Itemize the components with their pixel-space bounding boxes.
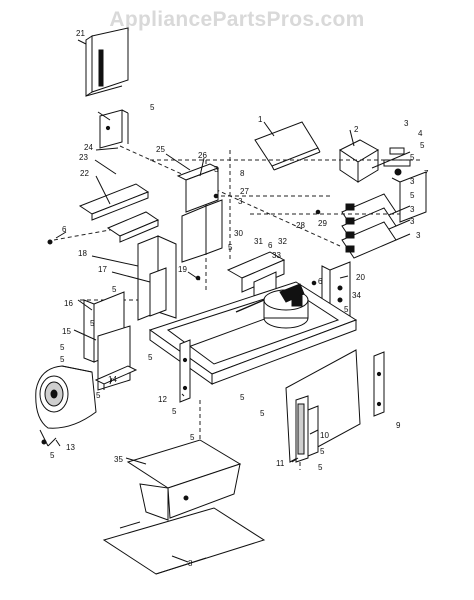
callout-16: 16	[64, 299, 73, 308]
callout-33: 33	[272, 251, 281, 260]
callout-11: 11	[276, 459, 285, 468]
callout-5: 5	[90, 319, 95, 328]
callout-34: 34	[352, 291, 361, 300]
callout-22: 22	[80, 169, 89, 178]
callout-29: 29	[318, 219, 327, 228]
part-17-18-side-panels	[137, 235, 177, 321]
callout-4: 4	[418, 129, 423, 138]
callout-8: 8	[240, 169, 245, 178]
part-35-drain-pan	[126, 439, 242, 521]
callout-3: 3	[214, 165, 219, 174]
callout-6: 6	[318, 277, 323, 286]
part-2-control-box	[339, 139, 379, 183]
callout-5: 5	[240, 393, 245, 402]
callout-7: 7	[424, 169, 429, 178]
callout-28: 28	[296, 221, 305, 230]
callout-24: 24	[84, 143, 93, 152]
part-14-bracket	[94, 365, 138, 390]
part-7-bracket	[391, 171, 427, 223]
callout-5: 5	[410, 191, 415, 200]
callout-13: 13	[66, 443, 75, 452]
heater-coil-assembly	[341, 193, 411, 259]
part-8-base-plate	[102, 507, 266, 575]
callout-1: 1	[258, 115, 263, 124]
callout-5: 5	[96, 391, 101, 400]
callout-27: 27	[240, 187, 249, 196]
part-12-post	[179, 339, 191, 403]
callout-32: 32	[278, 237, 287, 246]
callout-20: 20	[356, 273, 365, 282]
callout-5: 5	[60, 355, 65, 364]
callout-17: 17	[98, 265, 107, 274]
callout-5: 5	[190, 433, 195, 442]
callout-5: 5	[60, 343, 65, 352]
callout-31: 31	[254, 237, 263, 246]
callout-5: 5	[150, 103, 155, 112]
part-10-11-posts	[295, 395, 319, 463]
callout-5: 5	[320, 447, 325, 456]
compressor-motor	[235, 283, 309, 329]
callout-5: 5	[344, 305, 349, 314]
callout-5: 5	[148, 353, 153, 362]
part-21-panel	[77, 27, 129, 97]
callout-5: 5	[50, 451, 55, 460]
callout-5: 5	[260, 409, 265, 418]
callout-18: 18	[78, 249, 87, 258]
callout-30: 30	[234, 229, 243, 238]
part-1-cover-plate	[254, 121, 321, 171]
callout-6: 6	[62, 225, 67, 234]
callout-3: 3	[416, 231, 421, 240]
callout-5: 5	[318, 463, 323, 472]
part-22-23-filter	[78, 183, 160, 243]
callout-9: 9	[396, 421, 401, 430]
callout-3: 3	[404, 119, 409, 128]
callout-2: 2	[354, 125, 359, 134]
callout-labels: 21 5 24 23 22 25 26 3 8 27 3 1 2 3 4 5 5…	[50, 29, 429, 568]
callout-6: 6	[268, 241, 273, 250]
callout-8: 8	[188, 559, 193, 568]
callout-35: 35	[114, 455, 123, 464]
callout-10: 10	[320, 431, 329, 440]
callout-5: 5	[410, 153, 415, 162]
callout-5: 5	[172, 407, 177, 416]
callout-5: 5	[420, 141, 425, 150]
leader-lines	[55, 111, 355, 563]
callout-3: 3	[410, 205, 415, 214]
part-26-bracket	[176, 163, 223, 263]
callout-19: 19	[178, 265, 187, 274]
watermark-text: AppliancePartsPros.com	[109, 8, 365, 31]
callout-12: 12	[158, 395, 167, 404]
callout-21: 21	[76, 29, 85, 38]
callout-14: 14	[108, 375, 117, 384]
callout-5: 5	[228, 243, 233, 252]
callout-3: 3	[238, 197, 243, 206]
callout-15: 15	[62, 327, 71, 336]
callout-25: 25	[156, 145, 165, 154]
part-13-blower-wheel	[35, 365, 97, 447]
part-5-upper-bracket	[99, 109, 129, 149]
callout-3: 3	[410, 217, 415, 226]
callout-23: 23	[79, 153, 88, 162]
callout-26: 26	[198, 151, 207, 160]
callout-5: 5	[112, 285, 117, 294]
callout-3: 3	[410, 177, 415, 186]
